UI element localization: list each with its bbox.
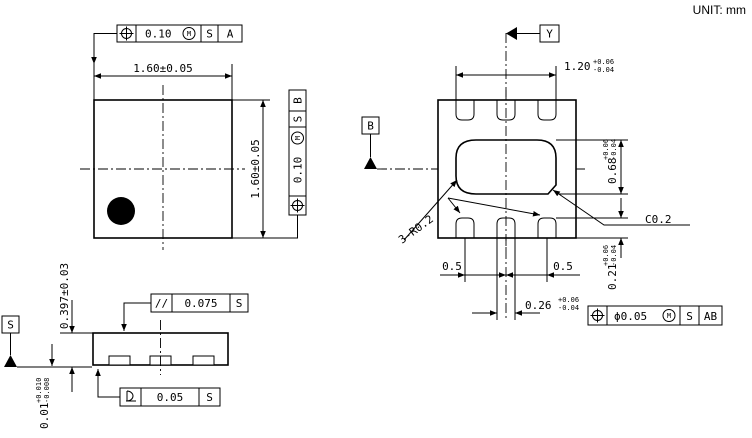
fcf-tolerance: ϕ0.05 — [614, 310, 647, 323]
fcf-tolerance: 0.10 — [292, 157, 305, 184]
bottom-view: Y 1.20 +0.06 -0.04 B — [361, 24, 723, 326]
pitch-left-dim: 0.5 — [442, 260, 462, 273]
fcf-datum-2: AB — [704, 310, 718, 323]
bottom-lead — [455, 217, 475, 238]
fcf-modifier: M — [667, 312, 671, 320]
lead-width-tol-upper: +0.06 — [558, 296, 579, 304]
fcf-datum: S — [236, 297, 243, 310]
fcf-modifier: M — [294, 136, 302, 140]
side-view: S 0.397±0.03 0.01 +0.010 -0.008 // 0.075… — [1, 263, 249, 430]
datum-b-label: B — [367, 120, 374, 133]
side-lead — [192, 355, 215, 366]
datum-triangle-icon — [4, 355, 17, 367]
flatness-icon — [126, 390, 136, 402]
fcf-modifier: M — [187, 30, 191, 38]
mmc-circle-icon — [291, 131, 304, 145]
side-lead — [108, 355, 131, 366]
datum-s: S — [1, 315, 20, 367]
mmc-circle-icon — [182, 27, 196, 40]
fcf-datum-1: S — [292, 116, 305, 123]
flatness-fcf: 0.05 S — [95, 369, 221, 407]
standoff-tol-upper: +0.010 — [35, 378, 43, 403]
lead-width-tol-lower: -0.04 — [558, 304, 579, 312]
fcf-tolerance: 0.05 — [157, 391, 184, 404]
chamfer-label: C0.2 — [645, 213, 672, 226]
parallelism-icon: // — [155, 297, 168, 310]
fcf-datum-2: A — [227, 28, 234, 41]
datum-triangle-icon — [506, 27, 517, 40]
fcf-tolerance: 0.10 — [145, 28, 172, 41]
position-icon — [119, 26, 134, 41]
pad-height-dim: 0.68 — [606, 158, 619, 185]
lead-length-dim: 0.21 — [606, 264, 619, 291]
lead-width-dim: 0.26 — [525, 299, 552, 312]
bottom-lead — [537, 217, 557, 238]
pad-width-dim: 1.20 — [564, 60, 591, 73]
radius-label: 3-R0.2 — [396, 213, 436, 247]
top-view: 0.10 M S A 1.60±0.05 1.60±0.05 — [80, 24, 307, 250]
side-height-dim: 0.397±0.03 — [58, 263, 71, 329]
pin1-marker — [107, 197, 135, 225]
pad-height-tol-upper: +0.06 — [602, 139, 610, 160]
datum-y: Y — [505, 24, 560, 320]
pad-width-tol-upper: +0.06 — [593, 58, 614, 66]
datum-s-label: S — [7, 319, 14, 332]
mmc-circle-icon — [662, 309, 676, 322]
bottom-position-fcf: ϕ0.05 M S AB — [587, 305, 723, 326]
pitch-right-dim: 0.5 — [553, 260, 573, 273]
top-height-dim: 1.60±0.05 — [249, 139, 262, 199]
position-icon — [290, 198, 305, 213]
standoff-tol-lower: -0.008 — [43, 378, 51, 403]
lead-length-tol-lower: -0.04 — [610, 245, 618, 266]
bottom-lead — [537, 100, 557, 121]
top-position-fcf-vertical: 0.10 M S B — [270, 89, 307, 239]
fcf-datum-1: S — [686, 310, 693, 323]
pad-height-tol-lower: -0.04 — [610, 139, 618, 160]
standoff-dim: 0.01 — [38, 403, 51, 430]
datum-y-label: Y — [546, 28, 553, 41]
bottom-lead — [455, 100, 475, 121]
fcf-datum: S — [206, 391, 213, 404]
fcf-datum-1: S — [206, 28, 213, 41]
parallelism-fcf: // 0.075 S — [121, 293, 249, 331]
position-icon — [590, 308, 605, 323]
unit-label: UNIT: mm — [693, 3, 746, 17]
top-position-fcf: 0.10 M S A — [91, 24, 243, 64]
pad-width-tol-lower: -0.04 — [593, 66, 614, 74]
datum-triangle-icon — [364, 157, 377, 169]
fcf-datum-2: B — [292, 97, 305, 104]
lead-length-tol-upper: +0.06 — [602, 245, 610, 266]
bottom-lead — [496, 100, 516, 121]
top-width-dim: 1.60±0.05 — [133, 62, 193, 75]
fcf-tolerance: 0.075 — [184, 297, 217, 310]
